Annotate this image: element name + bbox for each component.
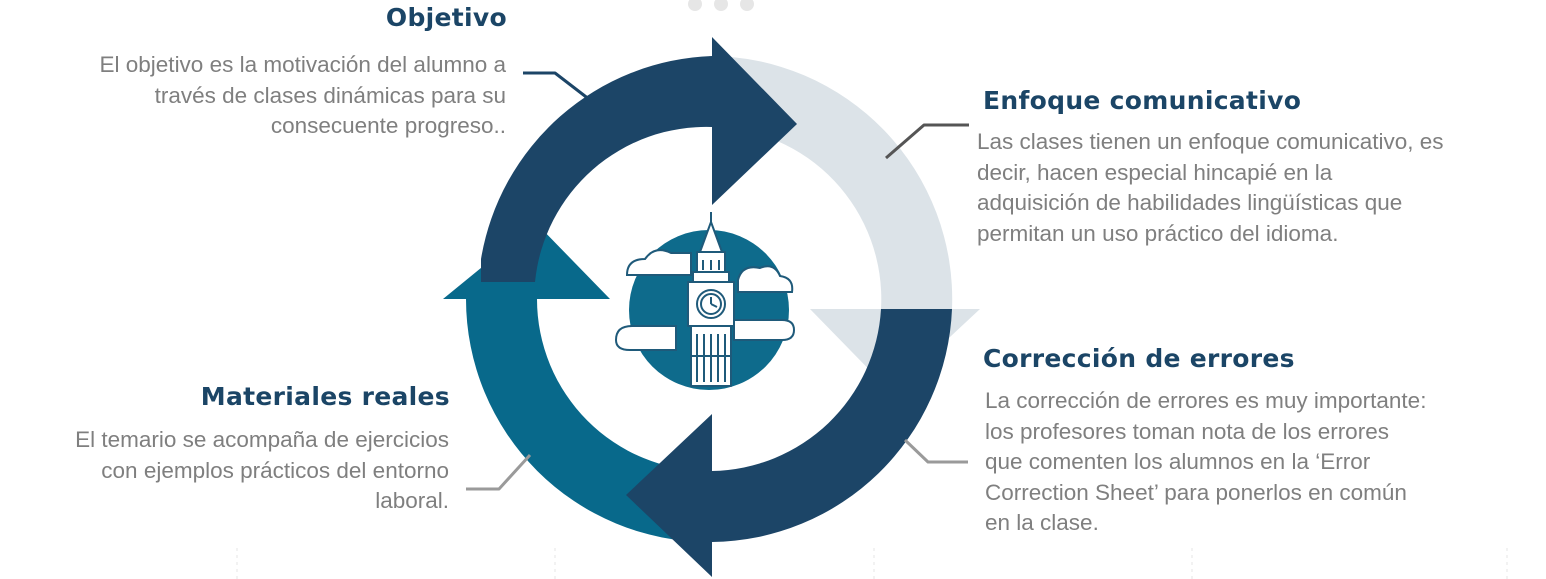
text-line: los profesores toman nota de los errores: [985, 418, 1389, 444]
text-line: adquisición de habilidades lingüísticas …: [977, 190, 1403, 215]
connector-objetivo: [523, 71, 595, 105]
connector-materiales: [466, 453, 532, 491]
text-line: laboral.: [375, 488, 449, 513]
text-line: decir, hacen especial hincapié en la: [977, 159, 1333, 185]
heading-correccion-de-errores: Corrección de errores: [983, 344, 1295, 373]
text-line: consecuente progreso..: [270, 113, 506, 138]
text-materiales-reales: El temario se acompaña de ejercicios con…: [0, 425, 449, 517]
text-correccion-de-errores: La corrección de errores es muy importan…: [985, 386, 1525, 539]
text-line: Correction Sheet’ para ponerlos en común: [985, 479, 1407, 505]
heading-materiales-reales: Materiales reales: [200, 382, 450, 411]
text-line: permitan un uso práctico del idioma.: [977, 220, 1339, 246]
text-line: través de clases dinámicas para su: [154, 82, 506, 108]
arrow-correccion: [626, 309, 952, 577]
text-line: La corrección de errores es muy importan…: [985, 388, 1427, 413]
connector-correccion: [903, 438, 968, 464]
heading-objetivo: Objetivo: [385, 3, 507, 32]
text-line: Las clases tienen un enfoque comunicativ…: [977, 129, 1444, 154]
text-objetivo: El objetivo es la motivación del alumno …: [86, 50, 506, 142]
heading-enfoque-comunicativo: Enfoque comunicativo: [983, 86, 1302, 115]
text-line: con ejemplos prácticos del entorno: [101, 457, 449, 483]
text-line: El temario se acompaña de ejercicios: [75, 427, 449, 452]
connector-enfoque: [885, 123, 969, 160]
arrow-objetivo: [481, 37, 797, 282]
decorative-guides: [236, 0, 1508, 579]
big-ben-clock-tower-icon: [614, 212, 796, 390]
text-line: en la clase.: [985, 510, 1099, 535]
text-line: El objetivo es la motivación del alumno …: [99, 52, 506, 77]
arrow-materiales: [443, 223, 709, 542]
text-line: que comenten los alumnos en la ‘Error: [985, 449, 1371, 474]
text-enfoque-comunicativo: Las clases tienen un enfoque comunicativ…: [977, 127, 1537, 249]
